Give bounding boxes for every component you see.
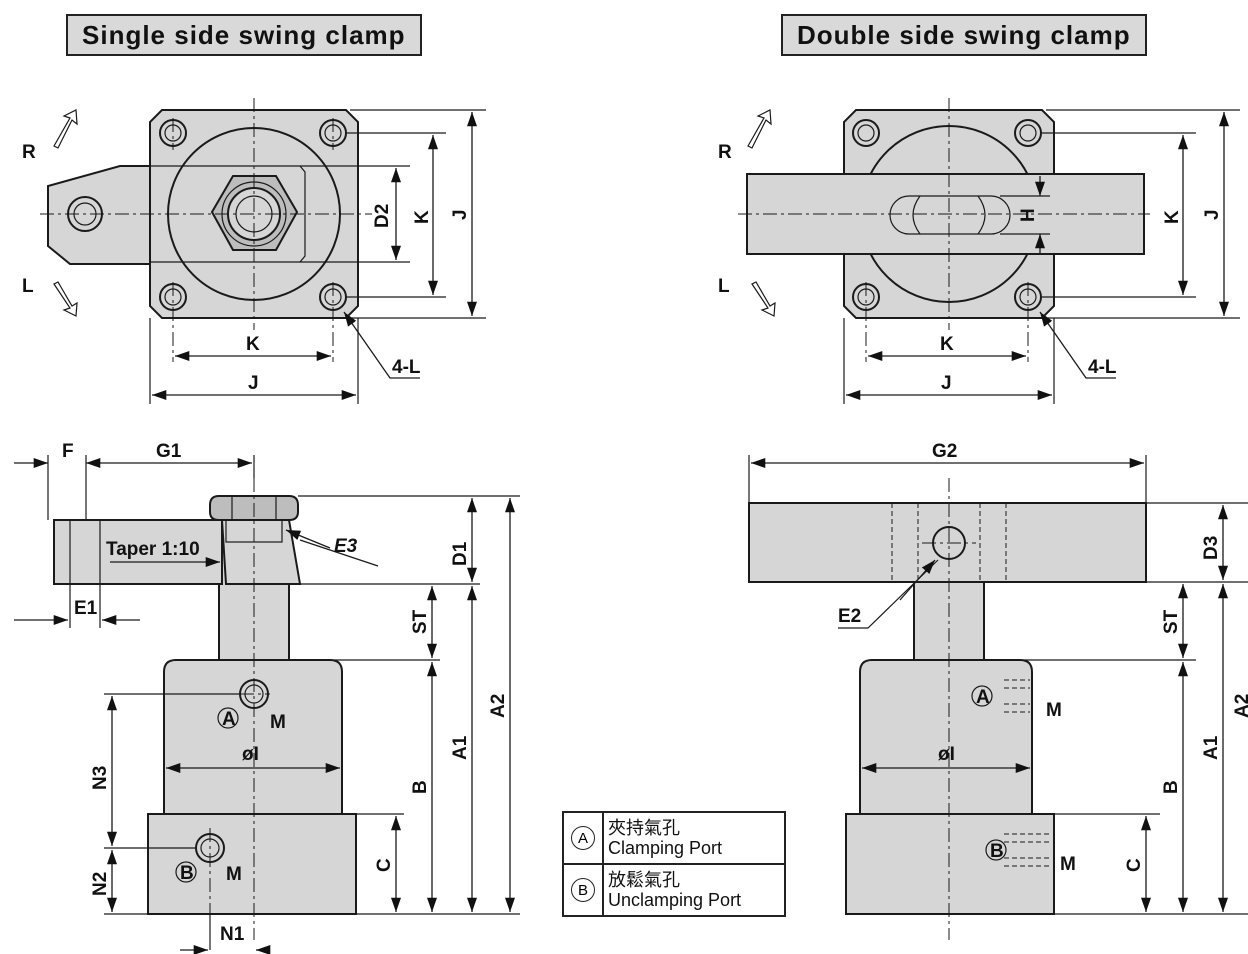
label-ST-double: ST bbox=[1161, 609, 1182, 634]
label-4L-single: 4-L bbox=[392, 357, 421, 378]
legend-row-unclamping: B 放鬆氣孔 Unclamping Port bbox=[564, 863, 784, 915]
double-front-view bbox=[748, 455, 1248, 940]
legend-symbol-a: A bbox=[571, 826, 595, 850]
label-A2-single: A2 bbox=[488, 694, 509, 718]
label-C-single: C bbox=[374, 858, 395, 872]
port-legend: A 夾持氣孔 Clamping Port B 放鬆氣孔 Unclamping P… bbox=[562, 811, 786, 917]
label-E3: E3 bbox=[334, 536, 358, 557]
legend-clamping-zh: 夾持氣孔 bbox=[608, 818, 680, 838]
single-top-view bbox=[40, 98, 486, 404]
legend-unclamping-zh: 放鬆氣孔 bbox=[608, 870, 680, 890]
label-D2: D2 bbox=[372, 204, 393, 228]
label-G2: G2 bbox=[932, 441, 957, 462]
label-ST-single: ST bbox=[410, 609, 431, 634]
label-L-single: L bbox=[22, 276, 34, 297]
label-N3: N3 bbox=[90, 766, 111, 790]
label-K-single-h: K bbox=[246, 334, 260, 355]
title-double: Double side swing clamp bbox=[781, 14, 1147, 56]
label-B-double: B bbox=[1161, 780, 1182, 794]
label-F: F bbox=[62, 441, 74, 462]
port-B-single: B bbox=[180, 863, 194, 884]
label-E1: E1 bbox=[74, 598, 98, 619]
title-single: Single side swing clamp bbox=[66, 14, 422, 56]
port-B-double: B bbox=[990, 841, 1004, 862]
label-taper: Taper 1:10 bbox=[106, 539, 200, 560]
label-D1: D1 bbox=[450, 541, 471, 566]
label-A1-single: A1 bbox=[450, 735, 471, 760]
label-M-B-double: M bbox=[1060, 854, 1076, 875]
label-B-single: B bbox=[410, 780, 431, 794]
label-R-single: R bbox=[22, 142, 36, 163]
label-oI-single: øI bbox=[242, 744, 259, 765]
legend-clamping-en: Clamping Port bbox=[608, 838, 723, 858]
label-E2: E2 bbox=[838, 606, 861, 627]
label-N1: N1 bbox=[220, 924, 245, 945]
label-M-A-single: M bbox=[270, 712, 286, 733]
double-top-view bbox=[738, 98, 1240, 404]
label-4L-double: 4-L bbox=[1088, 357, 1117, 378]
label-H: H bbox=[1018, 208, 1039, 222]
label-oI-double: øI bbox=[938, 744, 955, 765]
label-D3: D3 bbox=[1201, 536, 1222, 560]
legend-symbol-b: B bbox=[571, 878, 595, 902]
label-J-double-v: J bbox=[1202, 209, 1223, 220]
label-K-double-v: K bbox=[1162, 210, 1183, 224]
label-J-double-h: J bbox=[941, 373, 952, 394]
label-C-double: C bbox=[1124, 858, 1145, 872]
label-M-B-single: M bbox=[226, 864, 242, 885]
label-M-A-double: M bbox=[1046, 700, 1062, 721]
label-K-single-v: K bbox=[412, 210, 433, 224]
label-A1-double: A1 bbox=[1201, 735, 1222, 760]
label-G1: G1 bbox=[156, 441, 182, 462]
label-K-double-h: K bbox=[940, 334, 954, 355]
dimension-labels: R L D2 K J K J 4-L R L H K J K J 4-L F G… bbox=[22, 142, 1248, 945]
label-L-double: L bbox=[718, 276, 730, 297]
label-J-single-v: J bbox=[450, 209, 471, 220]
legend-row-clamping: A 夾持氣孔 Clamping Port bbox=[564, 813, 784, 863]
single-front-view bbox=[14, 455, 520, 954]
legend-unclamping-en: Unclamping Port bbox=[608, 890, 742, 910]
label-R-double: R bbox=[718, 142, 732, 163]
label-J-single-h: J bbox=[248, 373, 259, 394]
port-A-single: A bbox=[222, 709, 236, 730]
label-A2-double: A2 bbox=[1232, 694, 1248, 718]
label-N2: N2 bbox=[90, 872, 111, 896]
port-A-double: A bbox=[976, 687, 990, 708]
